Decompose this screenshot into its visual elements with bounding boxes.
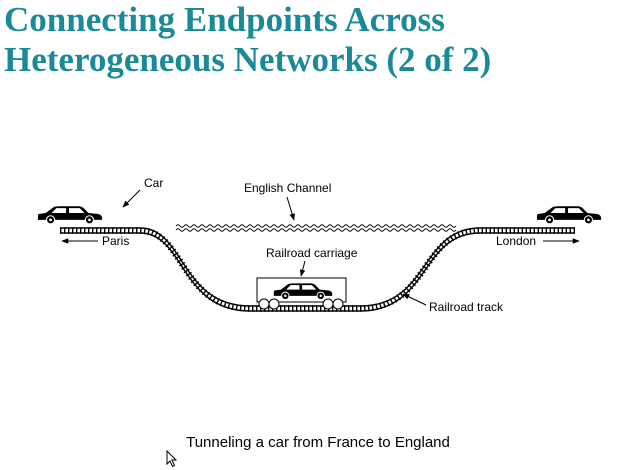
- slide-title: Connecting Endpoints Across Heterogeneou…: [4, 0, 634, 80]
- label-railroad-carriage: Railroad carriage: [266, 246, 358, 260]
- railroad-track: [60, 227, 575, 312]
- car-icon: [536, 205, 602, 225]
- car-icon: [37, 205, 103, 225]
- english-channel-water: [175, 224, 457, 232]
- slide-title-line-1: Connecting Endpoints Across: [4, 0, 445, 39]
- carriage-pointer-arrow: [299, 260, 306, 277]
- car-pointer-arrow: [122, 189, 141, 208]
- label-paris: Paris: [102, 234, 129, 248]
- channel-pointer-arrow: [286, 196, 295, 221]
- slide-title-line-2: Heterogeneous Networks (2 of 2): [4, 40, 492, 79]
- water-wave-line: [175, 228, 457, 232]
- track-pointer-arrow: [402, 293, 427, 306]
- label-english-channel: English Channel: [244, 181, 331, 195]
- figure-caption: Tunneling a car from France to England: [186, 434, 450, 451]
- railroad-carriage: [256, 277, 347, 310]
- label-london: London: [496, 234, 536, 248]
- water-wave-line: [175, 224, 457, 228]
- label-car: Car: [144, 176, 163, 190]
- label-railroad-track: Railroad track: [429, 300, 504, 314]
- mouse-pointer-icon: [166, 450, 178, 468]
